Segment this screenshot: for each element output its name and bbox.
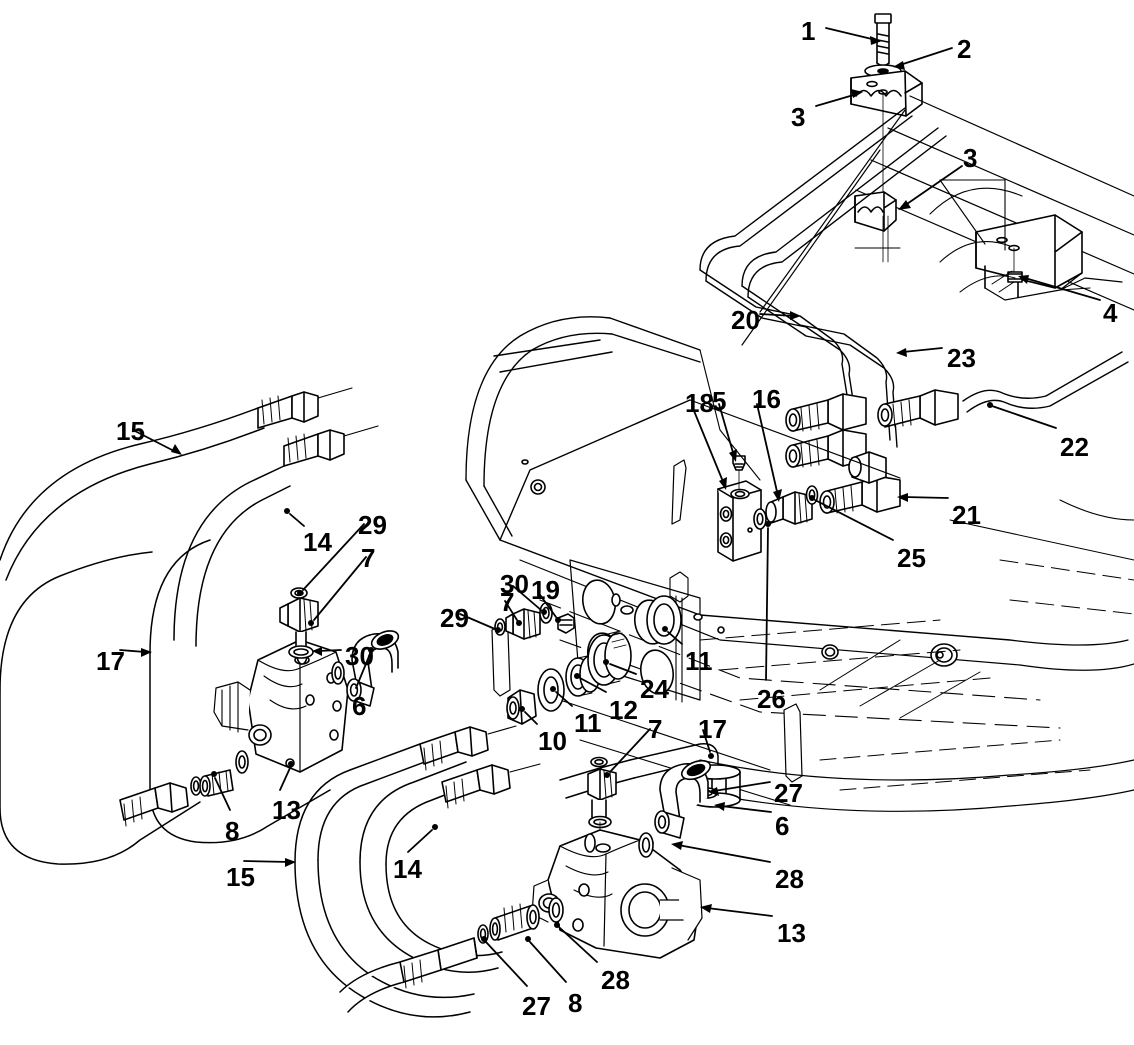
- callout-hose-17: 17: [96, 646, 125, 676]
- callout-connector-8: 8: [225, 816, 240, 846]
- callout-hose-clamp-block-3: 3: [963, 143, 978, 173]
- callout-elbow-fitting-6: 6: [352, 691, 367, 721]
- o-ring-item-29-center: [494, 618, 506, 636]
- callout-o-ring-11: 11: [574, 708, 602, 738]
- tube-fitting-item-21: [819, 475, 901, 514]
- fender-bracket: [975, 214, 1123, 301]
- clamp-block-lower-item-3: [854, 191, 897, 232]
- callout-hose-15: 15: [116, 416, 145, 446]
- callout-hose-clamp-block-3: 3: [791, 102, 806, 132]
- adapter-fitting-item-16: [765, 491, 813, 525]
- seal-item-24: [587, 630, 632, 686]
- callout-o-ring-27: 27: [774, 778, 803, 808]
- callout-plug-19: 19: [531, 575, 560, 605]
- connector-item-8-bottom: [489, 903, 540, 941]
- leader-lines: [119, 27, 1101, 987]
- hose-end-bottom-left: [339, 937, 478, 1013]
- callout-connector-8: 8: [568, 988, 583, 1018]
- callout-hose-14: 14: [393, 854, 422, 884]
- callout-o-ring-25: 25: [897, 543, 926, 573]
- callout-hose-15: 15: [226, 862, 255, 892]
- callout-hydraulic-tube-23: 23: [947, 343, 976, 373]
- o-ring-left-elbow: [331, 661, 345, 685]
- callout-grease-fitting-5: 5: [712, 386, 727, 416]
- callout-adapter-fitting-7: 7: [361, 543, 376, 573]
- callout-valve-block-18: 18: [685, 388, 714, 418]
- o-ring-item-26: [753, 508, 767, 530]
- elbow-fitting-item-6-bottom: [654, 759, 712, 839]
- callout-hydraulic-tube-22: 22: [1060, 432, 1089, 462]
- callout-hydraulic-pump-13: 13: [272, 795, 301, 825]
- o-ring-item-28-upper: [638, 832, 654, 858]
- callout-adapter-fitting-16: 16: [752, 384, 781, 414]
- callout-o-ring-30: 30: [345, 641, 374, 671]
- callout-hydraulic-tube-20: 20: [731, 305, 760, 335]
- callout-adapter-fitting-7: 7: [500, 587, 515, 617]
- hose-fitting-lower-2: [441, 763, 541, 809]
- hydraulic-pump-bottom: [531, 829, 703, 959]
- callout-hose-14: 14: [303, 527, 332, 557]
- hose-item-14-upper: [173, 465, 291, 647]
- o-ring-item-30-left: [288, 645, 314, 659]
- adapter-fitting-item-7-left: [279, 597, 319, 649]
- hose-item-15-upper: [0, 407, 265, 581]
- tube-fitting-item-22-end: [877, 389, 959, 428]
- hydraulic-tube-item-22: [962, 351, 1129, 413]
- callout-o-ring-27: 27: [522, 991, 551, 1021]
- callout-capscrew-1: 1: [801, 16, 816, 46]
- hose-end-item-8-left: [119, 750, 249, 827]
- adapter-fitting-item-7-right: [587, 768, 617, 819]
- callout-nut-10: 10: [538, 726, 567, 756]
- hose-fitting-lower-1: [419, 725, 517, 771]
- callout-hydraulic-pump-13: 13: [777, 918, 806, 948]
- tube-fitting-hex-small: [848, 451, 887, 484]
- tube-fitting-upper-left: [785, 393, 867, 432]
- hydraulic-pump-left: [213, 639, 349, 773]
- adapter-fitting-item-7-center: [505, 608, 541, 640]
- o-ring-item-11-right: [646, 595, 682, 645]
- callout-tube-fitting-21: 21: [952, 500, 981, 530]
- callout-seal-24: 24: [640, 674, 669, 704]
- callout-hose-17: 17: [698, 714, 727, 744]
- hydraulic-tube-item-23: [741, 127, 947, 448]
- callout-o-ring-28: 28: [775, 864, 804, 894]
- hydraulic-tube-item-20: [699, 107, 913, 401]
- callout-o-ring-29: 29: [358, 510, 387, 540]
- bolt-item-1: [874, 13, 892, 67]
- hose-fitting-upper-2: [283, 425, 379, 467]
- callout-o-ring-28: 28: [601, 965, 630, 995]
- clamp-block-upper-item-3: [850, 70, 923, 117]
- callout-locknut-4: 4: [1103, 298, 1118, 328]
- callout-o-ring-26: 26: [757, 684, 786, 714]
- hose-fitting-upper-1: [257, 387, 353, 429]
- callout-elbow-fitting-6: 6: [775, 811, 790, 841]
- o-ring-item-28-lower: [548, 897, 564, 923]
- o-ring-item-7-right-top: [590, 756, 608, 768]
- callout-o-ring-29: 29: [440, 603, 469, 633]
- callout-backup-ring-12: 12: [609, 695, 638, 725]
- valve-block-item-18: [717, 480, 762, 562]
- callout-adapter-fitting-7: 7: [648, 714, 663, 744]
- callout-washer-2: 2: [957, 34, 972, 64]
- callout-o-ring-30: 30: [500, 569, 529, 599]
- callout-o-ring-11: 11: [685, 646, 713, 676]
- plug-item-19: [557, 613, 575, 634]
